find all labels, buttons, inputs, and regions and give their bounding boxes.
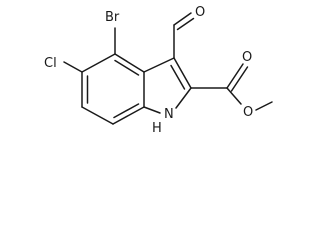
indole-nitrogen-label: N — [164, 107, 174, 122]
aldehyde-oxygen-label: O — [195, 5, 205, 20]
benzene-ring — [81, 53, 145, 125]
bond-c3a-c4-inner — [114, 59, 140, 76]
bond-ester-c-oalkyl — [226, 87, 242, 105]
carbonyl-oxygen-label: O — [242, 50, 252, 65]
bond-c6-c7 — [81, 106, 114, 125]
bond-c2-n1 — [175, 87, 192, 109]
pyrrole-ring — [143, 57, 192, 114]
bond-c7-c7a-inner — [113, 103, 140, 119]
ester-oxygen-label: O — [243, 105, 253, 120]
substituents — [63, 12, 273, 111]
chlorine-label: Cl — [44, 56, 57, 71]
bond-c5-cl — [63, 61, 83, 73]
bond-c7-c7a — [112, 106, 145, 125]
bond-cho-o-a — [173, 12, 192, 26]
bond-cho-o-b — [176, 17, 195, 31]
bond-c3-c2-inner — [170, 64, 186, 90]
bond-ester-c-o-a — [226, 63, 244, 89]
bond-c3a-c4 — [114, 53, 145, 73]
bond-oalkyl-methyl — [255, 101, 273, 111]
bond-ester-c-o-b — [230, 66, 249, 92]
indole-hydrogen-label: H — [152, 121, 162, 136]
bond-n1-c7a — [143, 106, 161, 114]
bond-c3-c2 — [173, 57, 192, 89]
bond-c4-c5 — [81, 53, 116, 73]
bond-c3a-c3 — [143, 57, 175, 73]
bromine-label: Br — [105, 10, 120, 25]
molecule-structure-diagram: Br Cl O O O N H — [44, 5, 273, 136]
